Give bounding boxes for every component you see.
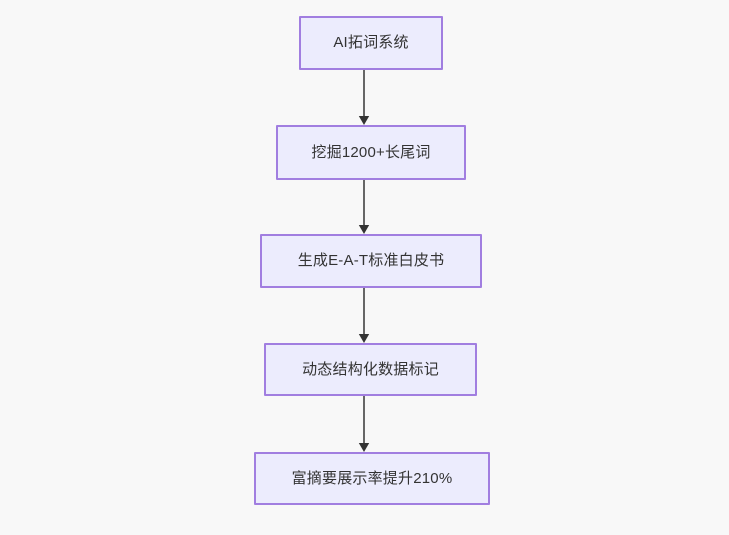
flow-connector-4 [357, 396, 371, 452]
flow-connector-1 [357, 70, 371, 125]
flow-node-label: AI拓词系统 [333, 34, 409, 52]
flow-node-rich-snippet-impression-lift[interactable]: 富摘要展示率提升210% [254, 452, 490, 505]
flow-node-ai-keyword-system[interactable]: AI拓词系统 [299, 16, 443, 70]
flow-node-generate-eat-whitepaper[interactable]: 生成E-A-T标准白皮书 [260, 234, 482, 288]
flow-connector-2 [357, 180, 371, 234]
flow-node-dynamic-structured-data-markup[interactable]: 动态结构化数据标记 [264, 343, 477, 396]
flow-connector-3 [357, 288, 371, 343]
flow-node-label: 挖掘1200+长尾词 [311, 143, 431, 161]
flow-node-label: 富摘要展示率提升210% [291, 469, 453, 487]
flow-node-label: 生成E-A-T标准白皮书 [297, 252, 445, 270]
flow-node-mine-longtail-keywords[interactable]: 挖掘1200+长尾词 [276, 125, 466, 180]
flow-node-label: 动态结构化数据标记 [302, 360, 439, 378]
